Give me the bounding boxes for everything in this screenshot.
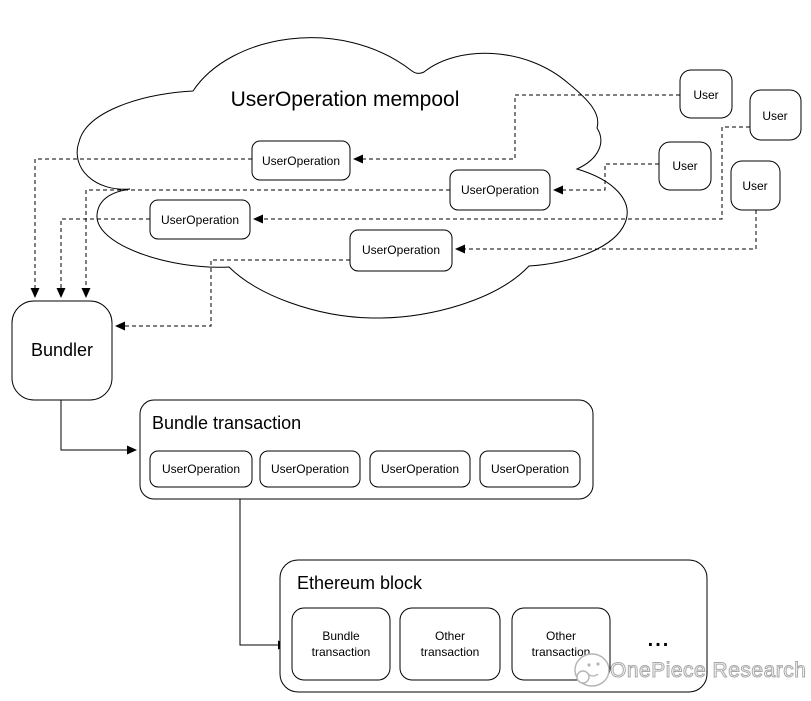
user-node-2: User: [749, 89, 802, 141]
bundle-userop-node-4: UserOperation: [479, 450, 581, 488]
bundler-node: Bundler: [11, 300, 113, 401]
ethereum-tx3-line2: transaction: [532, 645, 591, 659]
mempool-userop-label-3: UserOperation: [461, 183, 539, 197]
user-node-3: User: [658, 141, 712, 191]
ethereum-tx1-line2: transaction: [312, 645, 371, 659]
bundler-to-bundle-edge: [60, 400, 137, 455]
userop3-to-bundler-edge: [81, 189, 450, 298]
bundle-userop-node-1: UserOperation: [149, 450, 253, 488]
bundle-to-block-edge: [239, 499, 288, 650]
user3-to-userop-edge: [553, 163, 659, 195]
bundle-userop-node-2: UserOperation: [259, 450, 361, 488]
bundler-label: Bundler: [31, 340, 93, 360]
bundle-transaction-title: Bundle transaction: [152, 413, 301, 433]
mempool-title: UserOperation mempool: [231, 88, 460, 111]
bundle-userop-label-2: UserOperation: [271, 462, 349, 476]
mempool-userop-node-3: UserOperation: [449, 169, 551, 211]
mempool-cloud: [76, 37, 628, 319]
ethereum-tx3-line1: Other: [546, 629, 576, 643]
mempool-userop-node-1: UserOperation: [251, 140, 351, 181]
bundle-userop-label-1: UserOperation: [162, 462, 240, 476]
userop1-to-bundler-edge: [30, 158, 252, 298]
userop4-to-bundler-edge: [115, 259, 350, 331]
mempool-userop-label-4: UserOperation: [362, 243, 440, 257]
userop2-to-bundler-edge: [56, 218, 150, 298]
mempool-userop-node-2: UserOperation: [149, 199, 251, 240]
mempool-userop-label-1: UserOperation: [262, 154, 340, 168]
watermark: OnePiece Research: [574, 653, 806, 687]
ethereum-tx2-line1: Other: [435, 629, 465, 643]
ellipsis-label: ...: [648, 629, 671, 651]
mempool-userop-label-2: UserOperation: [161, 213, 239, 227]
user-node-1: User: [679, 69, 733, 119]
user-label-1: User: [693, 88, 718, 102]
ethereum-tx2-line2: transaction: [421, 645, 480, 659]
user4-to-userop-edge: [455, 210, 757, 254]
ethereum-block-title: Ethereum block: [297, 573, 423, 593]
bundle-userop-node-3: UserOperation: [369, 450, 471, 488]
user-label-4: User: [742, 179, 767, 193]
ethereum-tx-node-1: Bundle transaction: [291, 607, 391, 681]
watermark-text: OnePiece Research: [610, 659, 806, 682]
bundle-userop-label-4: UserOperation: [491, 462, 569, 476]
ethereum-tx-node-2: Other transaction: [399, 607, 501, 681]
mempool-userop-node-4: UserOperation: [349, 229, 453, 272]
bundle-userop-label-3: UserOperation: [381, 462, 459, 476]
user-label-3: User: [672, 159, 697, 173]
user1-to-userop-edge: [353, 94, 680, 164]
user-label-2: User: [762, 109, 787, 123]
ethereum-tx1-line1: Bundle: [322, 629, 360, 643]
bundle-transaction-container: Bundle transaction UserOperation UserOpe…: [139, 399, 594, 500]
user-node-4: User: [730, 160, 781, 211]
user2-to-userop-edge: [253, 126, 750, 224]
onepiece-logo-icon: [574, 653, 610, 687]
